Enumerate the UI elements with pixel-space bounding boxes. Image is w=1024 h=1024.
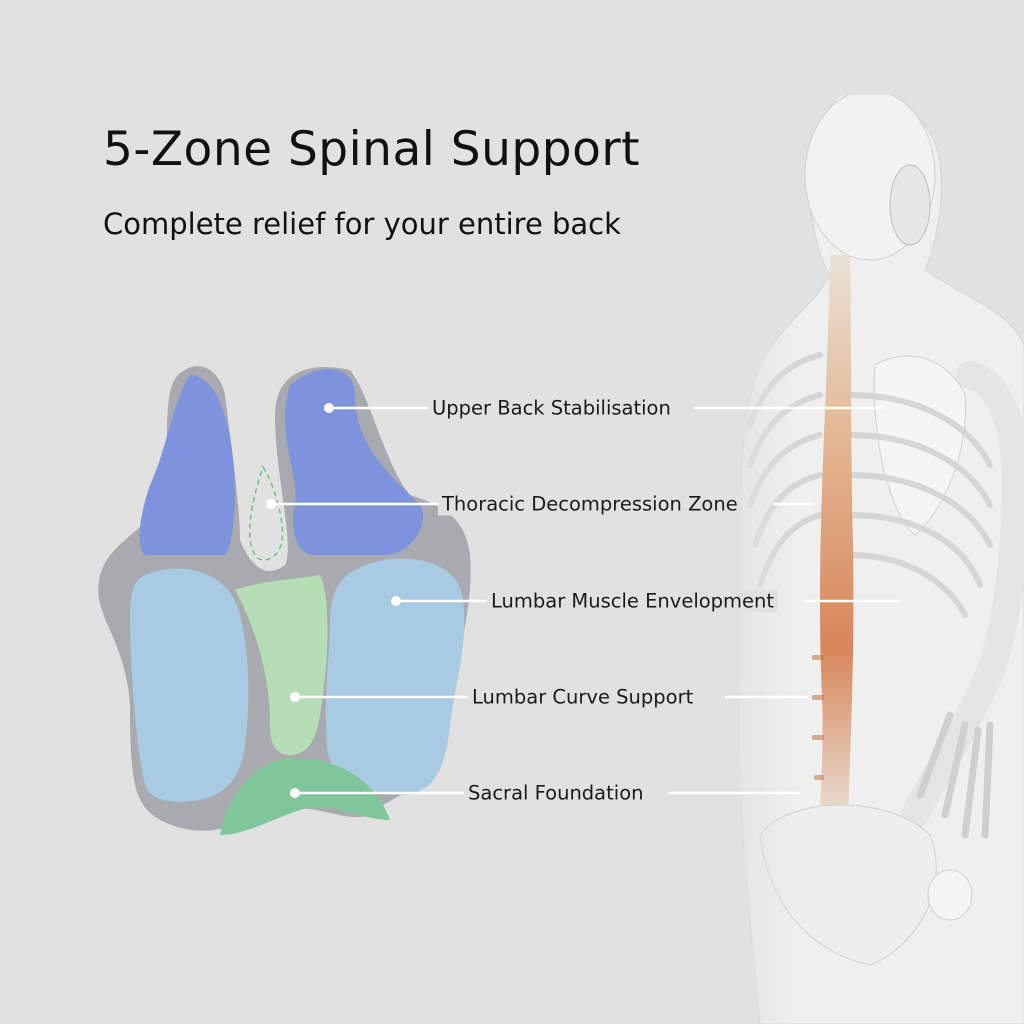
cushion-illustration <box>98 366 471 835</box>
skeleton-figure-illustration <box>720 95 1024 1024</box>
zone-label-sacral: Sacral Foundation <box>464 781 648 805</box>
page-subtitle: Complete relief for your entire back <box>103 207 621 241</box>
page-title: 5-Zone Spinal Support <box>103 122 641 177</box>
zone-label-thoracic: Thoracic Decompression Zone <box>438 492 742 516</box>
zone-label-upper-back: Upper Back Stabilisation <box>428 396 675 420</box>
zone-label-lumbar-muscle: Lumbar Muscle Envelopment <box>487 589 779 613</box>
zone-label-lumbar-curve: Lumbar Curve Support <box>468 685 698 709</box>
